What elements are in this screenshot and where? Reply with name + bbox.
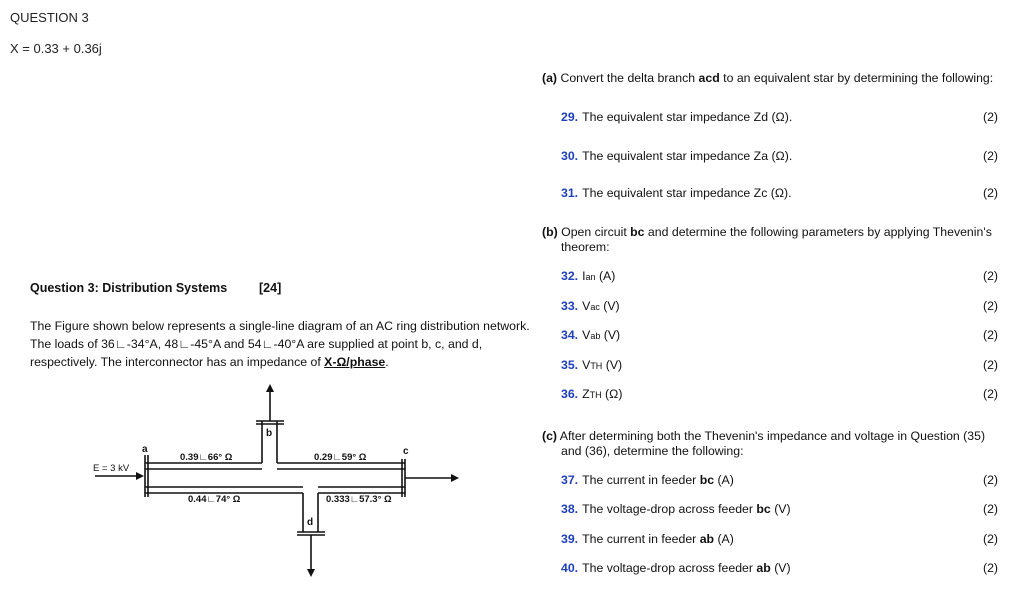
question-35: 35.VTH (V) bbox=[561, 358, 622, 372]
node-b-label: b bbox=[266, 428, 272, 439]
question-number: 36. bbox=[561, 387, 579, 401]
symbol-main: Z bbox=[582, 387, 590, 401]
question-39: 39.The current in feeder ab (A) bbox=[561, 532, 734, 546]
marks-30: (2) bbox=[983, 149, 999, 163]
marks-31: (2) bbox=[983, 186, 999, 200]
part-c-line2: and (36), determine the following: bbox=[561, 444, 744, 458]
question-unit: (V) bbox=[770, 561, 791, 575]
question-33: 33.Vac (V) bbox=[561, 299, 620, 313]
question-text: The equivalent star impedance Zc (Ω). bbox=[582, 186, 792, 200]
symbol-sub: ac bbox=[590, 302, 600, 312]
question-text: The current in feeder bbox=[582, 532, 700, 546]
part-a-heading: (a) Convert the delta branch acd to an e… bbox=[542, 71, 1022, 86]
node-a-label: a bbox=[142, 444, 148, 455]
symbol-unit: (V) bbox=[600, 328, 621, 342]
marks-36: (2) bbox=[983, 387, 999, 401]
question-40: 40.The voltage-drop across feeder ab (V) bbox=[561, 561, 791, 575]
part-b-label: (b) bbox=[542, 225, 558, 239]
description-paragraph: The Figure shown below represents a sing… bbox=[30, 317, 530, 371]
section-marks: [24] bbox=[259, 281, 282, 295]
question-36: 36.ZTH (Ω) bbox=[561, 387, 622, 401]
symbol-unit: (Ω) bbox=[601, 387, 623, 401]
marks-33: (2) bbox=[983, 299, 999, 313]
part-a-pre: Convert the delta branch bbox=[560, 71, 699, 85]
impedance-link: X-Ω/phase bbox=[324, 355, 386, 369]
question-30: 30.The equivalent star impedance Za (Ω). bbox=[561, 149, 792, 163]
symbol-sub: TH bbox=[589, 390, 602, 400]
question-29: 29.The equivalent star impedance Zd (Ω). bbox=[561, 110, 792, 124]
question-32: 32.Ian (A) bbox=[561, 269, 615, 283]
question-text: The voltage-drop across feeder bbox=[582, 561, 757, 575]
node-d-label: d bbox=[307, 517, 313, 528]
impedance-ad: 0.44∟74° Ω bbox=[188, 494, 241, 505]
part-a-post: to an equivalent star by determining the… bbox=[719, 71, 994, 85]
marks-38: (2) bbox=[983, 502, 999, 516]
symbol-sub: TH bbox=[590, 361, 603, 371]
question-number: 35. bbox=[561, 358, 579, 372]
x-value: X = 0.33 + 0.36j bbox=[10, 41, 102, 56]
symbol-main: V bbox=[582, 328, 591, 342]
marks-37: (2) bbox=[983, 473, 999, 487]
question-heading: QUESTION 3 bbox=[10, 10, 89, 25]
question-number: 32. bbox=[561, 269, 579, 283]
symbol-main: I bbox=[582, 269, 586, 283]
question-38: 38.The voltage-drop across feeder bc (V) bbox=[561, 502, 791, 516]
feeder-name: bc bbox=[699, 473, 715, 487]
ring-network-diagram: E = 3 kV a b c d 0.39∟66° Ω 0.29∟59° Ω 0… bbox=[93, 384, 459, 577]
question-unit: (A) bbox=[714, 532, 734, 546]
feeder-name: ab bbox=[699, 532, 715, 546]
symbol-unit: (V) bbox=[602, 358, 623, 372]
symbol-unit: (V) bbox=[599, 299, 620, 313]
question-number: 29. bbox=[561, 110, 579, 124]
node-c-label: c bbox=[403, 446, 409, 457]
question-unit: (A) bbox=[714, 473, 734, 487]
question-number: 34. bbox=[561, 328, 579, 342]
section-title: Question 3: Distribution Systems bbox=[30, 281, 228, 295]
marks-40: (2) bbox=[983, 561, 999, 575]
part-b-pre: Open circuit bbox=[561, 225, 631, 239]
impedance-bc: 0.29∟59° Ω bbox=[314, 452, 367, 463]
symbol-sub: an bbox=[585, 272, 596, 282]
question-number: 38. bbox=[561, 502, 579, 516]
part-a-bold: acd bbox=[698, 71, 720, 85]
symbol-sub: ab bbox=[590, 331, 601, 341]
source-label: E = 3 kV bbox=[93, 463, 130, 474]
impedance-ab: 0.39∟66° Ω bbox=[180, 452, 233, 463]
part-b-heading: (b) Open circuit bc and determine the fo… bbox=[542, 225, 1022, 255]
part-b-post: and determine the following parameters b… bbox=[644, 225, 992, 239]
symbol-main: V bbox=[582, 299, 591, 313]
question-number: 37. bbox=[561, 473, 579, 487]
marks-35: (2) bbox=[983, 358, 999, 372]
question-37: 37.The current in feeder bc (A) bbox=[561, 473, 734, 487]
question-number: 30. bbox=[561, 149, 579, 163]
question-number: 40. bbox=[561, 561, 579, 575]
impedance-dc: 0.333∟57.3° Ω bbox=[326, 494, 392, 505]
part-c-label: (c) bbox=[542, 429, 558, 443]
part-a-label: (a) bbox=[542, 71, 558, 85]
question-text: The equivalent star impedance Za (Ω). bbox=[582, 149, 793, 163]
part-b-line2: theorem: bbox=[561, 240, 610, 254]
marks-32: (2) bbox=[983, 269, 999, 283]
symbol-unit: (A) bbox=[595, 269, 616, 283]
feeder-name: bc bbox=[756, 502, 771, 516]
question-text: The current in feeder bbox=[582, 473, 700, 487]
symbol-main: V bbox=[582, 358, 591, 372]
part-c-heading: (c) After determining both the Thevenin'… bbox=[542, 429, 1022, 459]
marks-29: (2) bbox=[983, 110, 999, 124]
marks-34: (2) bbox=[983, 328, 999, 342]
description-end: . bbox=[385, 355, 389, 369]
question-31: 31.The equivalent star impedance Zc (Ω). bbox=[561, 186, 792, 200]
question-number: 31. bbox=[561, 186, 579, 200]
marks-39: (2) bbox=[983, 532, 999, 546]
feeder-name: ab bbox=[756, 561, 771, 575]
question-text: The equivalent star impedance Zd (Ω). bbox=[582, 110, 793, 124]
part-b-bold: bc bbox=[630, 225, 645, 239]
description-text: The Figure shown below represents a sing… bbox=[30, 319, 530, 369]
question-number: 39. bbox=[561, 532, 579, 546]
question-text: The voltage-drop across feeder bbox=[582, 502, 757, 516]
question-unit: (V) bbox=[770, 502, 791, 516]
question-34: 34.Vab (V) bbox=[561, 328, 620, 342]
part-c-line1: After determining both the Thevenin's im… bbox=[559, 429, 986, 443]
question-number: 33. bbox=[561, 299, 579, 313]
